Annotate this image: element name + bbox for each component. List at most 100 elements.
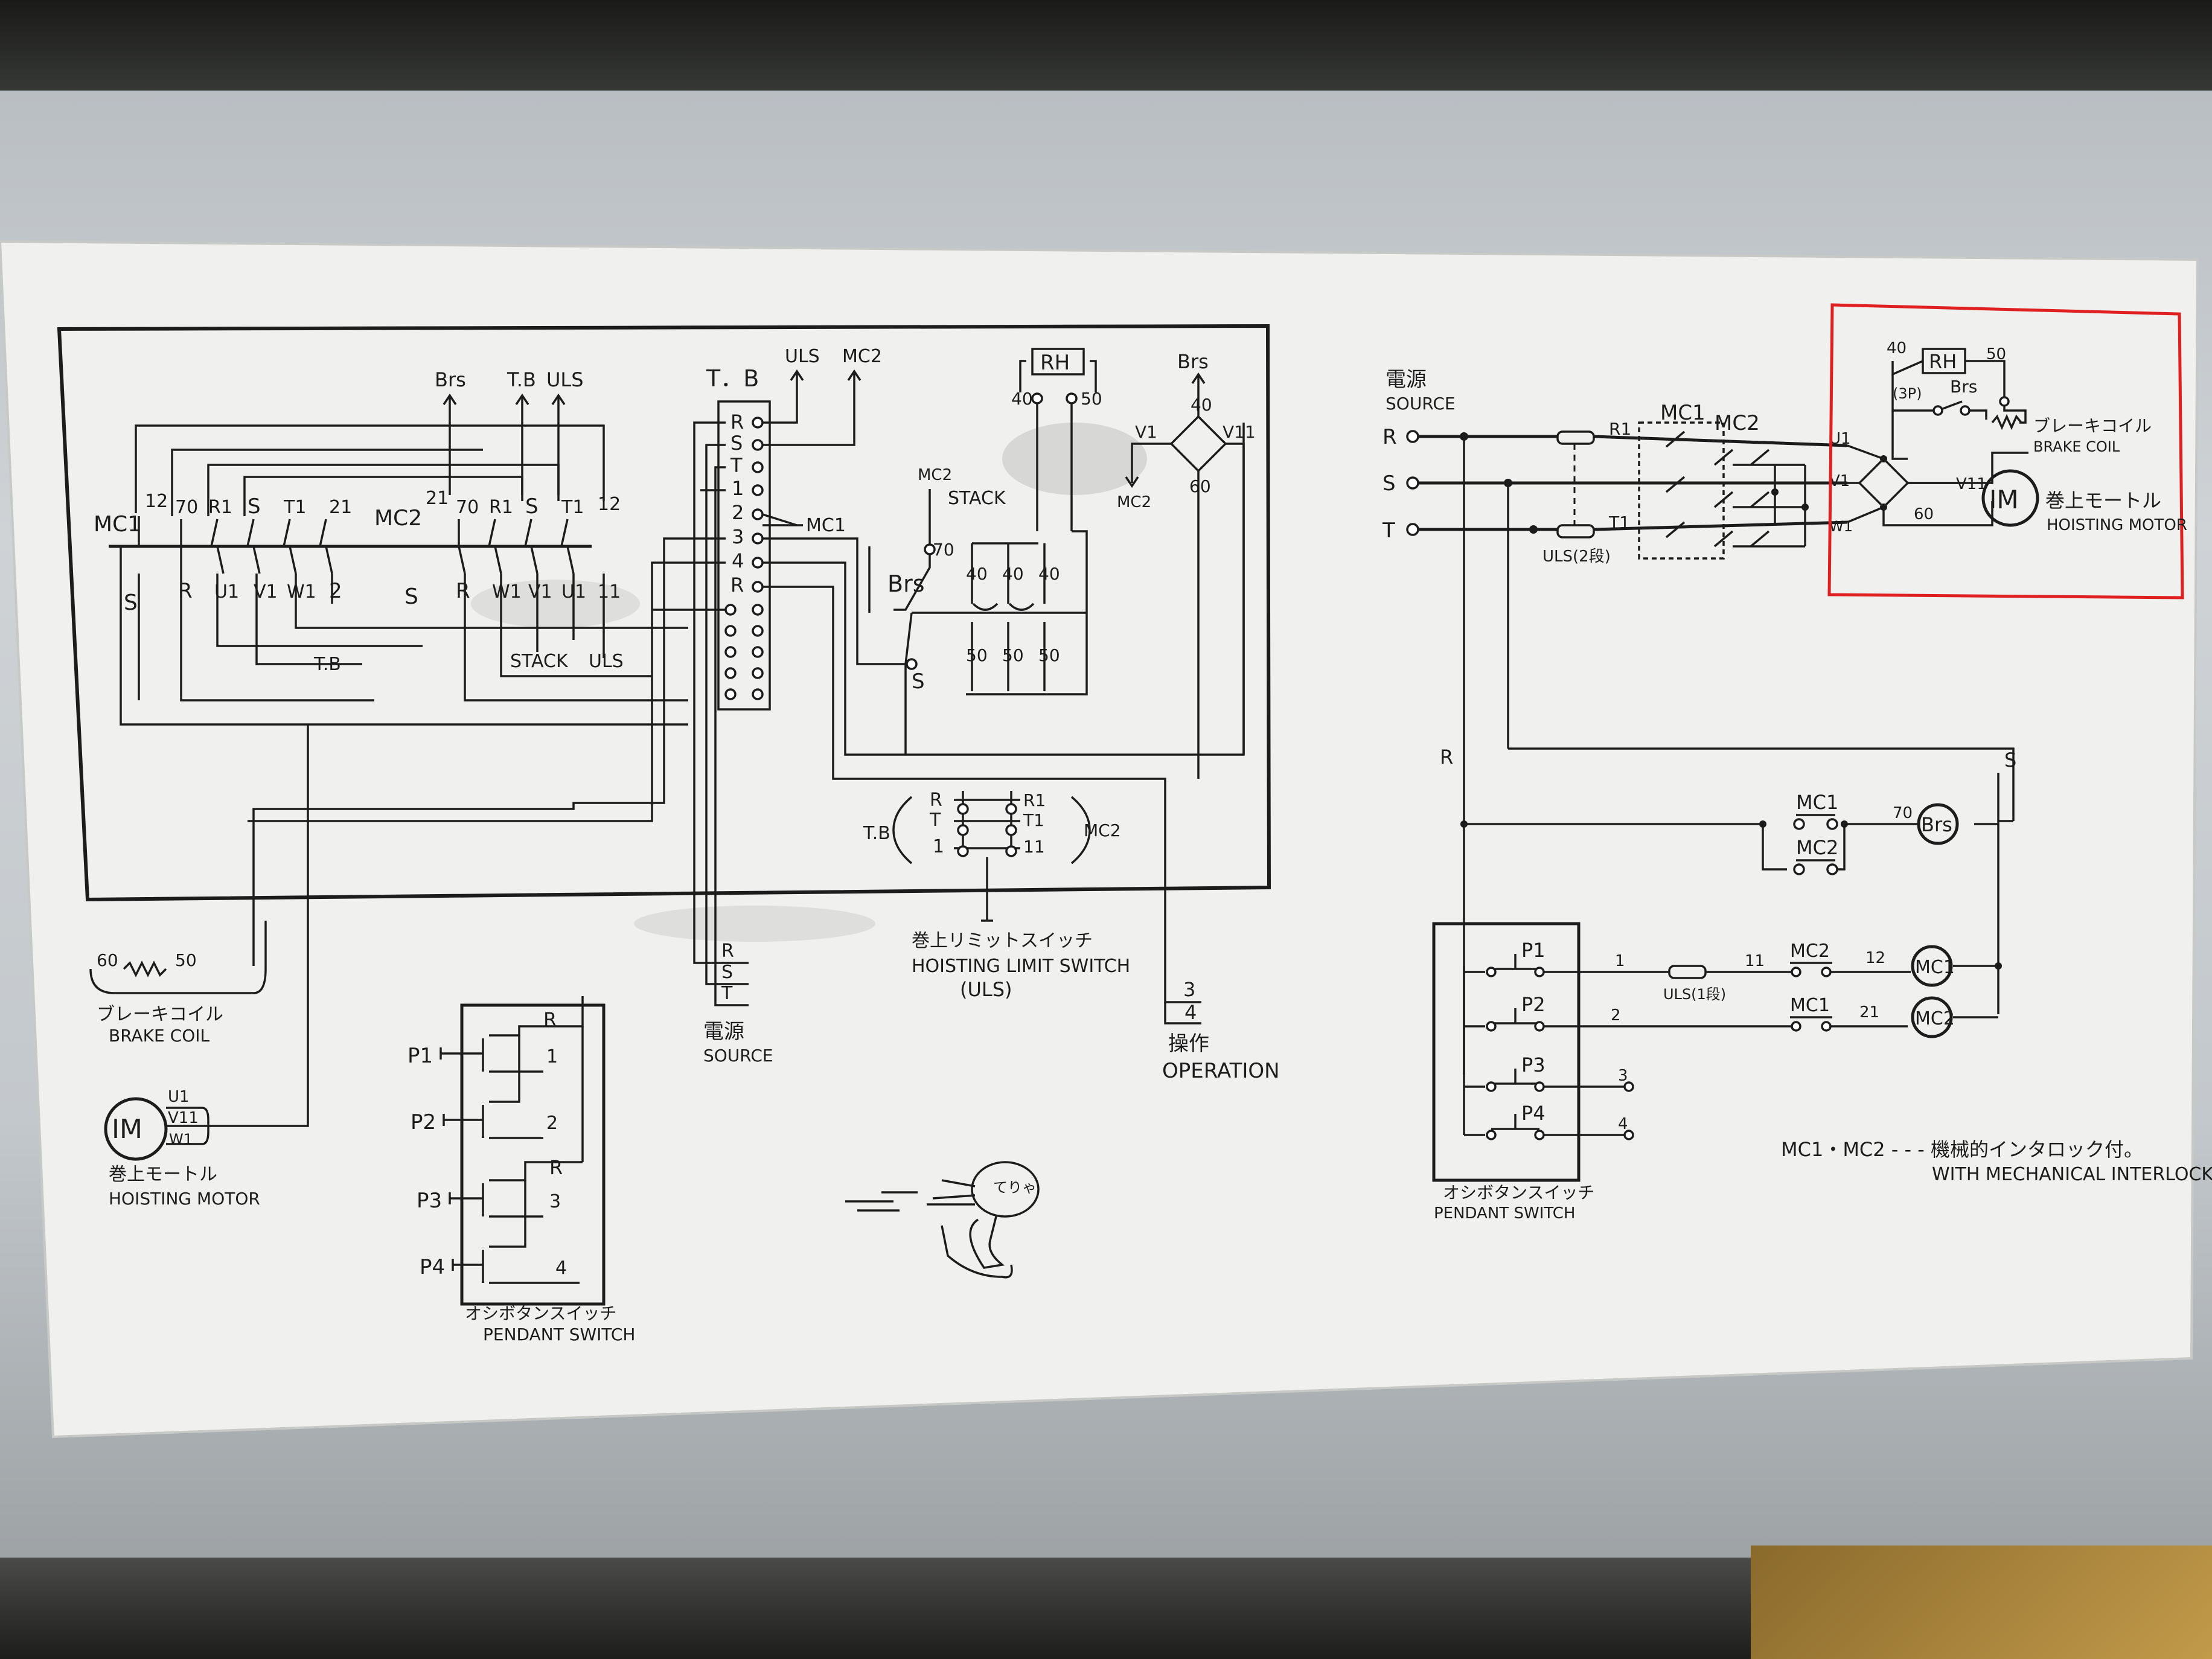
left-source-t: T <box>721 983 733 1004</box>
tb-term-3: 3 <box>732 525 744 548</box>
right-p4: P4 <box>1521 1102 1546 1125</box>
brs-coil-label: Brs <box>1921 813 1952 836</box>
stack-top-40b: 40 <box>1002 564 1024 584</box>
mc2-bot-v1: V1 <box>528 581 552 603</box>
mc2-term-12: 12 <box>598 494 621 515</box>
right-uls-upper <box>1556 430 1595 445</box>
right-power-circuit: 電源 SOURCE R S T ULS(2段) R1 T1 MC1 MC2 <box>1382 368 2015 1075</box>
left-p1: P1 <box>408 1044 433 1068</box>
ctl-21: 21 <box>1859 1003 1879 1021</box>
mc1-term-70: 70 <box>175 497 198 518</box>
uls-left-t: T <box>929 810 941 831</box>
stack-bot-50b: 50 <box>1002 645 1024 665</box>
brake-60: 60 <box>97 950 118 970</box>
right-r1: R1 <box>1609 419 1631 439</box>
tb-term-s: S <box>730 432 743 455</box>
mc2-bot-r: R <box>456 579 470 603</box>
uls-1-switch <box>1668 965 1707 979</box>
uls-right-11: 11 <box>1023 837 1045 857</box>
bridge-brs: Brs <box>1177 350 1209 373</box>
bridge-60: 60 <box>1189 476 1211 496</box>
interlock-note-en: WITH MECHANICAL INTERLOCK. <box>1932 1164 2212 1185</box>
mc2-top-terminals: 21 70 R1 S T1 12 <box>426 488 621 519</box>
left-source-r: R <box>721 941 734 962</box>
ctl-70: 70 <box>1893 804 1913 822</box>
left-bottom-section: 60 50 ブレーキコイル BRAKE COIL IM U1 V11 W1 巻上… <box>89 724 1280 1344</box>
right-phase-s: S <box>1382 471 1396 496</box>
stack-small-label: STACK <box>510 651 569 672</box>
left-pendant-r2: R <box>549 1156 563 1179</box>
right-brake-en: BRAKE COIL <box>2033 438 2120 455</box>
right-uls-label: ULS(2段) <box>1542 548 1611 566</box>
left-pendant-4: 4 <box>555 1258 567 1279</box>
mc2-bot-11: 11 <box>598 581 621 603</box>
tb-small-label: T.B <box>313 654 341 675</box>
stack-mc2: MC2 <box>918 466 952 484</box>
ctl-r-label: R <box>1440 746 1453 769</box>
mc1-bot-2: 2 <box>329 579 342 603</box>
right-control-circuit: R S MC1 MC2 70 Brs <box>1432 746 2212 1223</box>
brake-en: BRAKE COIL <box>109 1026 209 1046</box>
mc1-coil <box>1911 945 1953 987</box>
right-p2: P2 <box>1521 993 1546 1016</box>
right-mc1: MC1 <box>1660 401 1705 425</box>
mc1-label: MC1 <box>94 512 141 537</box>
interlock-note-jp: MC1・MC2 - - - 機械的インタロック付。 <box>1781 1138 2143 1161</box>
right-uls-lower <box>1556 524 1595 539</box>
left-motor-v11: V11 <box>168 1109 199 1127</box>
uls-left-r: R <box>930 790 942 811</box>
right-60: 60 <box>1914 505 1934 523</box>
uls-right-r1: R1 <box>1023 790 1046 810</box>
right-pendant-jp: オシボタンスイッチ <box>1443 1183 1594 1203</box>
mc1-term-21: 21 <box>329 497 352 518</box>
arrow-label-tb: T.B <box>507 368 536 391</box>
uls-small-label: ULS <box>589 651 624 672</box>
stack-top-40: 40 40 40 50 50 50 <box>966 564 1060 665</box>
left-p4: P4 <box>420 1255 445 1279</box>
right-phase-r: R <box>1382 425 1397 449</box>
stack-70: 70 <box>933 540 954 560</box>
left-pendant-1: 1 <box>546 1046 558 1067</box>
uls-left-terms: R T 1 R1 T1 11 <box>929 790 1046 857</box>
left-wiring-box: MC1 12 70 R1 S T1 21 S R U1 V1 W1 2 <box>57 324 1271 990</box>
mc1-term-s: S <box>248 494 261 519</box>
mc2-term-21: 21 <box>426 488 449 509</box>
tb-term-t: T <box>730 454 743 477</box>
uls-right-t1: T1 <box>1023 810 1044 830</box>
mc1-term-12: 12 <box>145 491 168 512</box>
mc1-bot-s: S <box>124 590 138 615</box>
rh-resistor <box>1031 348 1085 376</box>
left-pendant-en: PENDANT SWITCH <box>483 1325 635 1344</box>
mc2-bot-w1: W1 <box>492 581 522 603</box>
rh-40: 40 <box>1011 389 1033 409</box>
right-v11: V11 <box>1956 475 1987 493</box>
ctl-11: 11 <box>1745 952 1765 970</box>
left-p2: P2 <box>411 1110 436 1134</box>
paper-sheet <box>0 241 2198 1437</box>
stack-bot-50c: 50 <box>1038 645 1060 665</box>
right-motor-v1: V1 <box>1829 472 1850 490</box>
brake-jp: ブレーキコイル <box>97 1004 223 1025</box>
arrow-label-uls: ULS <box>546 368 584 391</box>
right-source-en: SOURCE <box>1386 394 1456 414</box>
mc2-bot-s: S <box>404 584 418 609</box>
right-mc1-box <box>1638 421 1725 560</box>
tb-term-r2: R <box>730 574 744 596</box>
tb-term-2: 2 <box>732 501 744 524</box>
ctl-3: 3 <box>1618 1067 1628 1085</box>
brake-motor-highlight: RH 40 50 (3P) Brs ブレーキコイル BRAKE COIL <box>1827 303 2187 599</box>
left-pendant-3: 3 <box>549 1191 561 1212</box>
ctl-1: 1 <box>1615 952 1625 970</box>
stack-s: S <box>912 670 925 694</box>
right-motor-en: HOISTING MOTOR <box>2047 516 2187 534</box>
mc2-label: MC2 <box>374 506 422 531</box>
brake-coil-symbol <box>123 961 167 977</box>
ctl-mc1b: MC1 <box>1790 995 1830 1016</box>
right-brs: Brs <box>1950 377 1977 397</box>
stack-top-40a: 40 <box>966 564 988 584</box>
ctl-4: 4 <box>1618 1115 1628 1133</box>
doodle-text: てりゃ <box>993 1179 1037 1196</box>
ctl-mc1-contact: MC1 <box>1796 791 1838 814</box>
left-pendant-2: 2 <box>546 1113 558 1134</box>
